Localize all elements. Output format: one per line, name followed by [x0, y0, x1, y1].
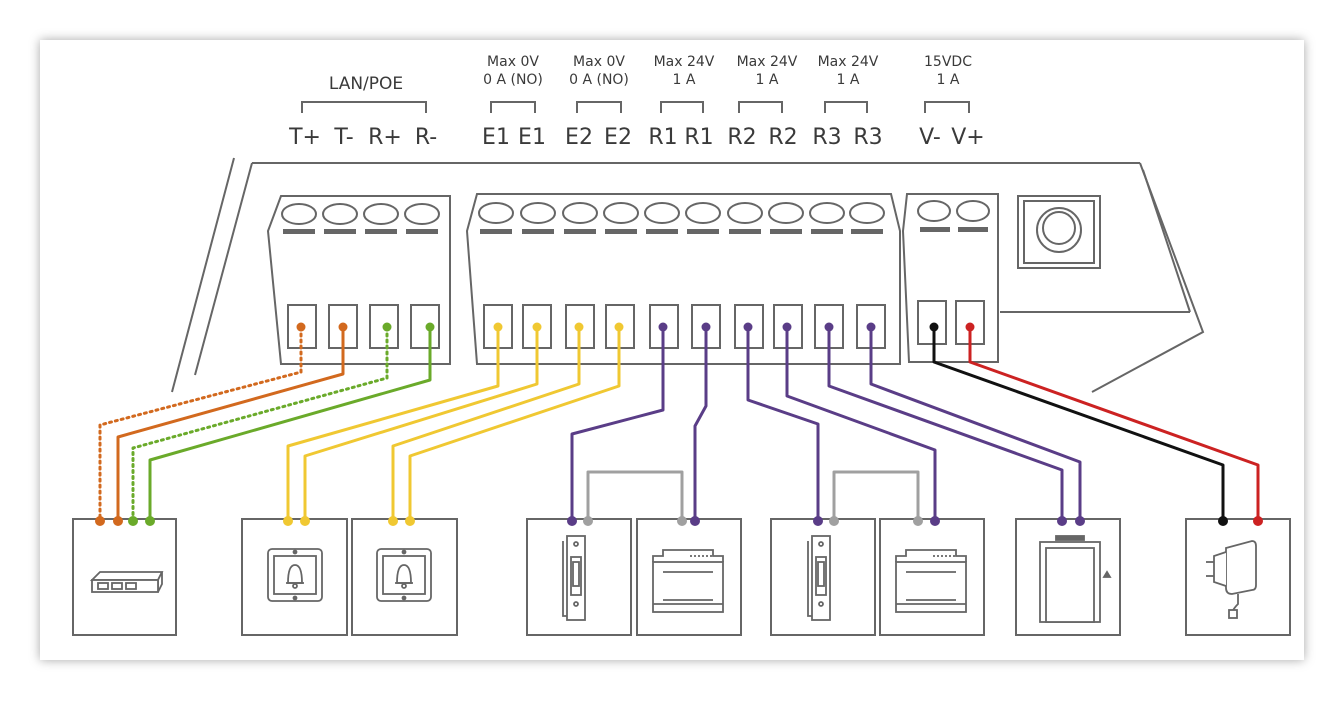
terminal-label-r-minus: R-: [415, 125, 437, 150]
terminal-label-t-minus: T-: [333, 125, 353, 150]
terminal-label-r3-a: R3: [812, 125, 841, 150]
terminal-label-v-minus: V-: [919, 125, 941, 150]
spec-e1-line2: 0 A (NO): [483, 72, 543, 88]
terminal-label-v-plus: V+: [951, 125, 984, 150]
wires: [98, 326, 1260, 523]
wire-e1-b: [303, 326, 539, 523]
bracket-power: [924, 101, 970, 113]
wire-t-minus: [116, 326, 345, 523]
bracket-r1: [660, 101, 704, 113]
spec-e2-line2: 0 A (NO): [569, 72, 629, 88]
terminal-label-t-plus: T+: [288, 125, 321, 150]
wire-r-plus: [131, 326, 389, 523]
spec-power-line2: 1 A: [937, 72, 960, 88]
wire-r2-a: [746, 326, 820, 523]
bracket-lan: [301, 101, 427, 113]
terminal-label-r-plus: R+: [368, 125, 402, 150]
terminal-label-e1-b: E1: [518, 125, 546, 150]
doorbell-button-icon: [376, 548, 432, 602]
wire-r3-b: [869, 326, 1082, 523]
bracket-r3: [824, 101, 868, 113]
terminal-label-r1-b: R1: [684, 125, 713, 150]
spec-r2-line2: 1 A: [756, 72, 779, 88]
terminal-label-e2-b: E2: [604, 125, 632, 150]
terminal-labels: T+ T- R+ R- E1 E1 E2 E2 R1 R1 R2 R2 R3 R…: [288, 125, 985, 150]
lan-poe-group-label: LAN/POE: [329, 74, 403, 94]
diagram-card: LAN/POE Max 0V 0 A (NO) Max 0V 0 A (NO) …: [40, 40, 1304, 660]
terminal-dots: [296, 322, 975, 332]
wire-bridge-r1: [586, 470, 684, 523]
network-switch-icon: [89, 571, 164, 593]
wire-e2-b: [408, 326, 621, 523]
wire-r3-a: [827, 326, 1064, 523]
bracket-e2: [576, 101, 622, 113]
spec-r3-line1: Max 24V: [818, 54, 879, 70]
wire-r1-b: [693, 326, 708, 523]
adjustment-knob: [1017, 195, 1101, 269]
wire-e2-a: [391, 326, 581, 523]
doorbell-button-icon: [267, 548, 323, 602]
wire-v-plus: [968, 326, 1260, 523]
wire-r-minus: [148, 326, 432, 523]
terminal-label-e2-a: E2: [565, 125, 593, 150]
wiring-diagram: LAN/POE Max 0V 0 A (NO) Max 0V 0 A (NO) …: [72, 54, 1291, 636]
device-box-exit-1: [241, 518, 348, 636]
din-rail-power-supply-icon: [895, 549, 967, 613]
power-adapter-icon: [1206, 540, 1257, 619]
device-dots: [95, 516, 1263, 526]
bracket-e1: [490, 101, 536, 113]
spec-r3-line2: 1 A: [837, 72, 860, 88]
terminal-label-e1-a: E1: [482, 125, 510, 150]
spec-r1-line2: 1 A: [673, 72, 696, 88]
wire-v-minus: [932, 326, 1225, 523]
terminal-label-r2-a: R2: [727, 125, 756, 150]
terminal-label-r3-b: R3: [853, 125, 882, 150]
electric-strike-icon: [562, 535, 586, 621]
spec-e1-line1: Max 0V: [487, 54, 539, 70]
elevator-icon: [1039, 535, 1112, 623]
wire-e1-a: [286, 326, 500, 523]
terminal-label-r2-b: R2: [768, 125, 797, 150]
wire-bridge-r2: [832, 470, 920, 523]
spec-power-line1: 15VDC: [924, 54, 972, 70]
wire-r1-a: [570, 326, 665, 523]
electric-strike-icon: [807, 535, 831, 621]
controller-housing: [171, 157, 1205, 393]
io-terminal-block: [465, 193, 901, 365]
wire-r2-b: [785, 326, 937, 523]
bracket-r2: [738, 101, 783, 113]
group-brackets: [301, 101, 970, 113]
spec-r1-line1: Max 24V: [654, 54, 715, 70]
power-terminal-block: [901, 193, 999, 363]
header-labels: LAN/POE Max 0V 0 A (NO) Max 0V 0 A (NO) …: [329, 54, 972, 94]
din-rail-power-supply-icon: [652, 549, 724, 613]
spec-r2-line1: Max 24V: [737, 54, 798, 70]
wire-t-plus: [98, 326, 303, 523]
terminal-label-r1-a: R1: [648, 125, 677, 150]
lan-terminal-block: [266, 195, 451, 365]
spec-e2-line1: Max 0V: [573, 54, 625, 70]
